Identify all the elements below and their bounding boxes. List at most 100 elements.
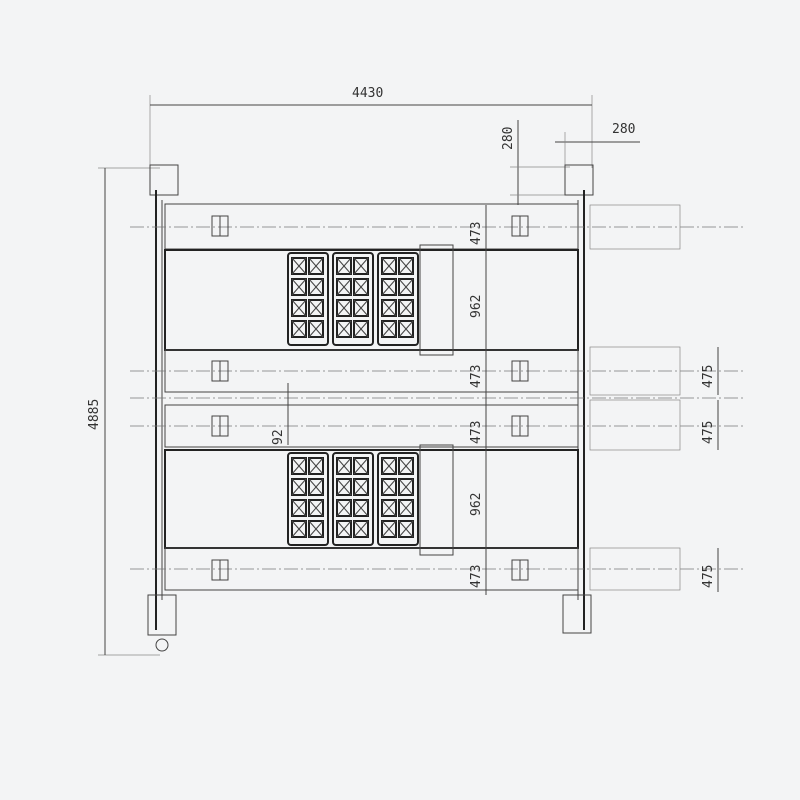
tray-cell [381, 278, 397, 296]
drip-tray [287, 452, 329, 546]
tray-cross [381, 278, 397, 296]
tray-cross [353, 299, 369, 317]
tray-cross [353, 499, 369, 517]
width-label: 4430 [352, 86, 383, 101]
tray-cross [291, 299, 307, 317]
tray-cross [353, 457, 369, 475]
tray-cell [398, 320, 414, 338]
tray-cell [308, 257, 324, 275]
svg-text:92: 92 [271, 429, 286, 445]
tray-cross [353, 278, 369, 296]
beam-blocks [211, 215, 529, 581]
tray-cross [353, 257, 369, 275]
svg-text:475: 475 [701, 565, 716, 588]
tray-cross [336, 457, 352, 475]
tray-cell [291, 499, 307, 517]
tray-cross [291, 278, 307, 296]
tray-cell [353, 320, 369, 338]
tray-cell [336, 320, 352, 338]
tray-cell [308, 278, 324, 296]
svg-text:962: 962 [469, 493, 484, 516]
svg-text:962: 962 [469, 295, 484, 318]
tray-cross [336, 299, 352, 317]
tray-cross [308, 520, 324, 538]
tray-cell [336, 299, 352, 317]
tray-cross [398, 299, 414, 317]
tray-cell [291, 299, 307, 317]
tray-cell [353, 457, 369, 475]
tray-cell [381, 320, 397, 338]
tray-cell [336, 478, 352, 496]
tray-cross [381, 299, 397, 317]
drip-tray [377, 252, 419, 346]
tray-cross [398, 320, 414, 338]
tray-cell [398, 520, 414, 538]
tray-cell [308, 520, 324, 538]
dimension-labels: 473 962 473 473 962 473 92 475 475 475 [271, 205, 716, 595]
tray-cross [308, 278, 324, 296]
tray-cell [291, 320, 307, 338]
tray-cell [291, 257, 307, 275]
tray-cross [398, 499, 414, 517]
right-extensions [589, 204, 719, 592]
tray-cross [308, 499, 324, 517]
left-post [147, 164, 179, 652]
tray-cell [336, 457, 352, 475]
tray-cell [336, 257, 352, 275]
tray-cross [336, 520, 352, 538]
tray-cross [336, 499, 352, 517]
dimension-overall-length: 4885 [87, 167, 160, 656]
tray-cross [336, 320, 352, 338]
tray-cross [291, 320, 307, 338]
tray-cross [308, 257, 324, 275]
tray-cell [398, 499, 414, 517]
tray-cell [381, 520, 397, 538]
svg-text:475: 475 [701, 365, 716, 388]
svg-text:473: 473 [469, 222, 484, 245]
tray-cross [291, 499, 307, 517]
tray-cross [353, 478, 369, 496]
tray-cross [291, 478, 307, 496]
tray-cross [308, 478, 324, 496]
tray-cross [398, 457, 414, 475]
tray-cross [398, 520, 414, 538]
svg-text:280: 280 [501, 127, 516, 150]
tray-cell [336, 520, 352, 538]
tray-cell [353, 499, 369, 517]
tray-cross [353, 320, 369, 338]
tray-cross [291, 457, 307, 475]
tray-cell [398, 299, 414, 317]
tray-cell [291, 478, 307, 496]
tray-cell [381, 499, 397, 517]
tray-cross [398, 478, 414, 496]
tray-cross [336, 478, 352, 496]
tray-cell [308, 320, 324, 338]
tray-cross [308, 299, 324, 317]
tray-cell [381, 299, 397, 317]
dimension-overall-width: 4430 [149, 86, 593, 168]
tray-cross [336, 278, 352, 296]
drip-tray [377, 452, 419, 546]
tray-cell [336, 278, 352, 296]
tray-cross [381, 320, 397, 338]
tray-cross [381, 478, 397, 496]
drip-tray-grids [287, 252, 419, 546]
tray-cell [291, 457, 307, 475]
svg-text:280: 280 [612, 122, 635, 137]
svg-text:473: 473 [469, 421, 484, 444]
tray-cross [353, 520, 369, 538]
tray-cross [291, 257, 307, 275]
tray-cell [336, 499, 352, 517]
drip-tray [332, 452, 374, 546]
tray-cross [308, 320, 324, 338]
tray-cell [398, 457, 414, 475]
tray-cell [353, 278, 369, 296]
tray-cross [308, 457, 324, 475]
tray-cross [398, 278, 414, 296]
tray-cell [308, 499, 324, 517]
drip-tray [287, 252, 329, 346]
svg-text:473: 473 [469, 565, 484, 588]
svg-text:473: 473 [469, 365, 484, 388]
tray-cell [308, 478, 324, 496]
